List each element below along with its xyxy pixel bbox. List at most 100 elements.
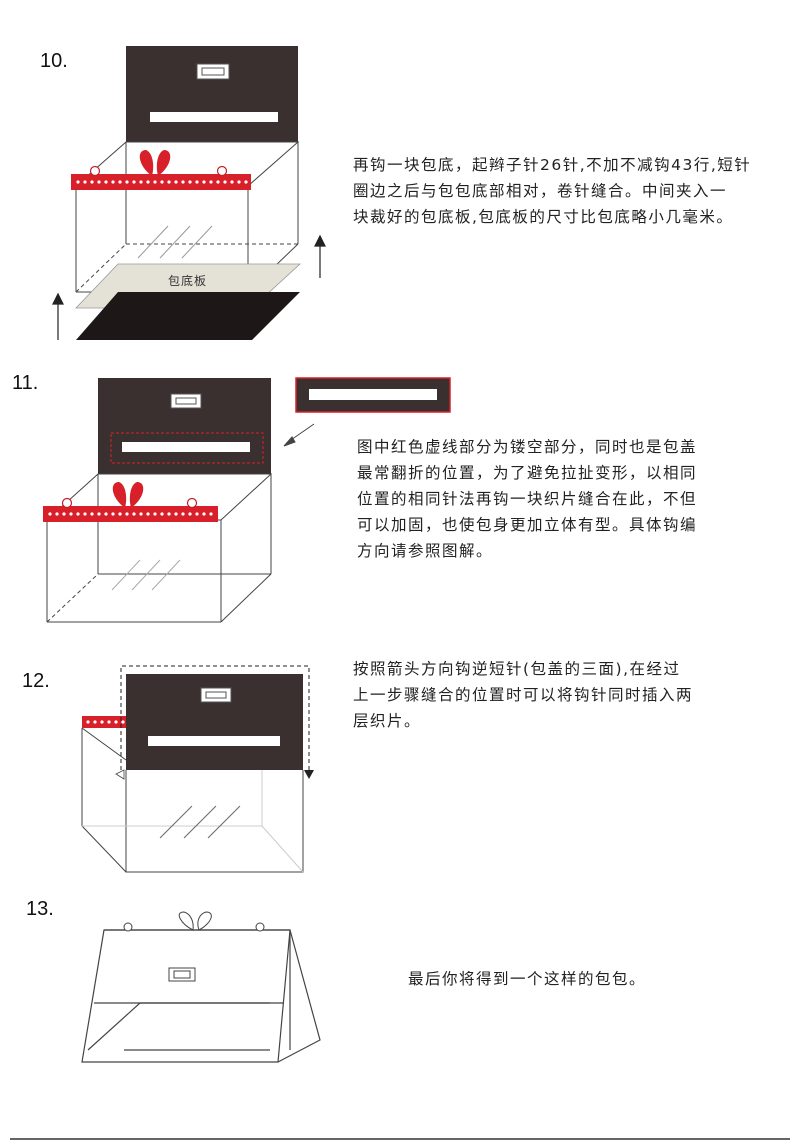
ring-left	[123, 922, 133, 932]
ring-left	[61, 497, 73, 509]
band-hole	[76, 180, 80, 184]
finished-bag-outline	[81, 929, 321, 1063]
text-line: 位置的相同针法再钩一块织片缝合在此，不但	[357, 490, 698, 508]
bag-flap	[126, 46, 298, 142]
arrow-up-left	[52, 292, 64, 340]
band-hole	[209, 180, 213, 184]
bottom-rule	[10, 1138, 790, 1140]
bag-buckle	[168, 967, 196, 982]
band-hole	[118, 180, 122, 184]
band-hole	[146, 512, 150, 516]
band-hole	[118, 512, 122, 516]
text-line: 最常翻折的位置，为了避免拉扯变形，以相同	[357, 464, 698, 482]
flap-slot	[150, 112, 278, 122]
step-10-number: 10.	[40, 50, 68, 72]
band-hole	[153, 180, 157, 184]
ring-left	[89, 165, 101, 177]
band-hole	[121, 720, 125, 724]
arrow-down	[304, 770, 314, 779]
bottom-base	[76, 292, 300, 340]
band-hole	[181, 512, 185, 516]
arrow-diagonal	[283, 423, 315, 447]
glass-reflection	[159, 805, 241, 839]
step-11-text: 图中红色虚线部分为镂空部分，同时也是包盖 最常翻折的位置，为了避免拉扯变形，以相…	[357, 434, 697, 564]
step-12-number: 12.	[22, 670, 50, 692]
text-line: 方向请参照图解。	[357, 542, 494, 560]
flap-slot	[122, 442, 250, 452]
band-hole	[202, 512, 206, 516]
band-hole	[93, 720, 97, 724]
step-10-text: 再钩一块包底，起辫子针26针,不加不减钩43行,短针 圈边之后与包包底部相对，卷…	[353, 152, 751, 230]
band-hole	[167, 512, 171, 516]
red-band	[82, 716, 128, 728]
band-hole	[90, 512, 94, 516]
ring-right	[255, 922, 265, 932]
band-hole	[139, 512, 143, 516]
band-hole	[107, 720, 111, 724]
hollow-area-dashed	[110, 432, 264, 464]
text-line: 可以加固，也使包身更加立体有型。具体钩编	[357, 516, 698, 534]
glass-reflection	[137, 225, 213, 259]
band-hole	[104, 512, 108, 516]
band-hole	[174, 512, 178, 516]
band-hole	[153, 512, 157, 516]
band-hole	[76, 512, 80, 516]
step-12-text: 按照箭头方向钩逆短针(包盖的三面),在经过 上一步骤缝合的位置时可以将钩针同时插…	[353, 656, 693, 734]
band-hole	[69, 512, 73, 516]
band-hole	[125, 180, 129, 184]
band-hole	[97, 512, 101, 516]
band-hole	[90, 180, 94, 184]
arrow-up-right	[314, 234, 326, 278]
ring-right	[216, 165, 228, 177]
text-line: 上一步骤缝合的位置时可以将钩针同时插入两	[353, 686, 694, 704]
band-hole	[216, 180, 220, 184]
band-hole	[97, 180, 101, 184]
text-line: 块裁好的包底板,包底板的尺寸比包底略小几毫米。	[353, 208, 734, 226]
text-line: 按照箭头方向钩逆短针(包盖的三面),在经过	[353, 660, 681, 678]
base-board-label: 包底板	[168, 274, 208, 288]
band-hole	[188, 512, 192, 516]
band-hole	[160, 180, 164, 184]
band-hole	[230, 180, 234, 184]
step-11-number: 11.	[12, 372, 39, 394]
flap-slot	[148, 736, 280, 746]
band-holes	[86, 720, 125, 724]
ring-right	[186, 497, 198, 509]
band-hole	[195, 512, 199, 516]
text-line: 圈边之后与包包底部相对，卷针缝合。中间夹入一	[353, 182, 728, 200]
arrow-left-start	[115, 769, 125, 780]
band-hole	[48, 512, 52, 516]
text-line: 图中红色虚线部分为镂空部分，同时也是包盖	[357, 438, 698, 456]
band-hole	[132, 512, 136, 516]
band-hole	[62, 512, 66, 516]
band-hole	[111, 180, 115, 184]
band-hole	[174, 180, 178, 184]
bow-decoration	[178, 911, 212, 931]
band-hole	[83, 180, 87, 184]
band-hole	[55, 512, 59, 516]
band-hole	[244, 180, 248, 184]
band-hole	[188, 180, 192, 184]
band-hole	[83, 512, 87, 516]
band-hole	[132, 180, 136, 184]
band-hole	[125, 512, 129, 516]
band-hole	[237, 180, 241, 184]
band-hole	[202, 180, 206, 184]
red-band	[43, 506, 218, 522]
glass-reflection	[111, 559, 181, 591]
band-holes	[76, 180, 248, 184]
step-13-text: 最后你将得到一个这样的包包。	[408, 966, 646, 992]
band-hole	[223, 180, 227, 184]
text-line: 再钩一块包底，起辫子针26针,不加不减钩43行,短针	[353, 156, 752, 174]
band-hole	[181, 180, 185, 184]
band-hole	[114, 720, 118, 724]
stitch-direction-path	[120, 665, 310, 770]
band-hole	[195, 180, 199, 184]
text-line: 层织片。	[353, 712, 422, 730]
band-hole	[139, 180, 143, 184]
text-line: 最后你将得到一个这样的包包。	[408, 970, 647, 988]
